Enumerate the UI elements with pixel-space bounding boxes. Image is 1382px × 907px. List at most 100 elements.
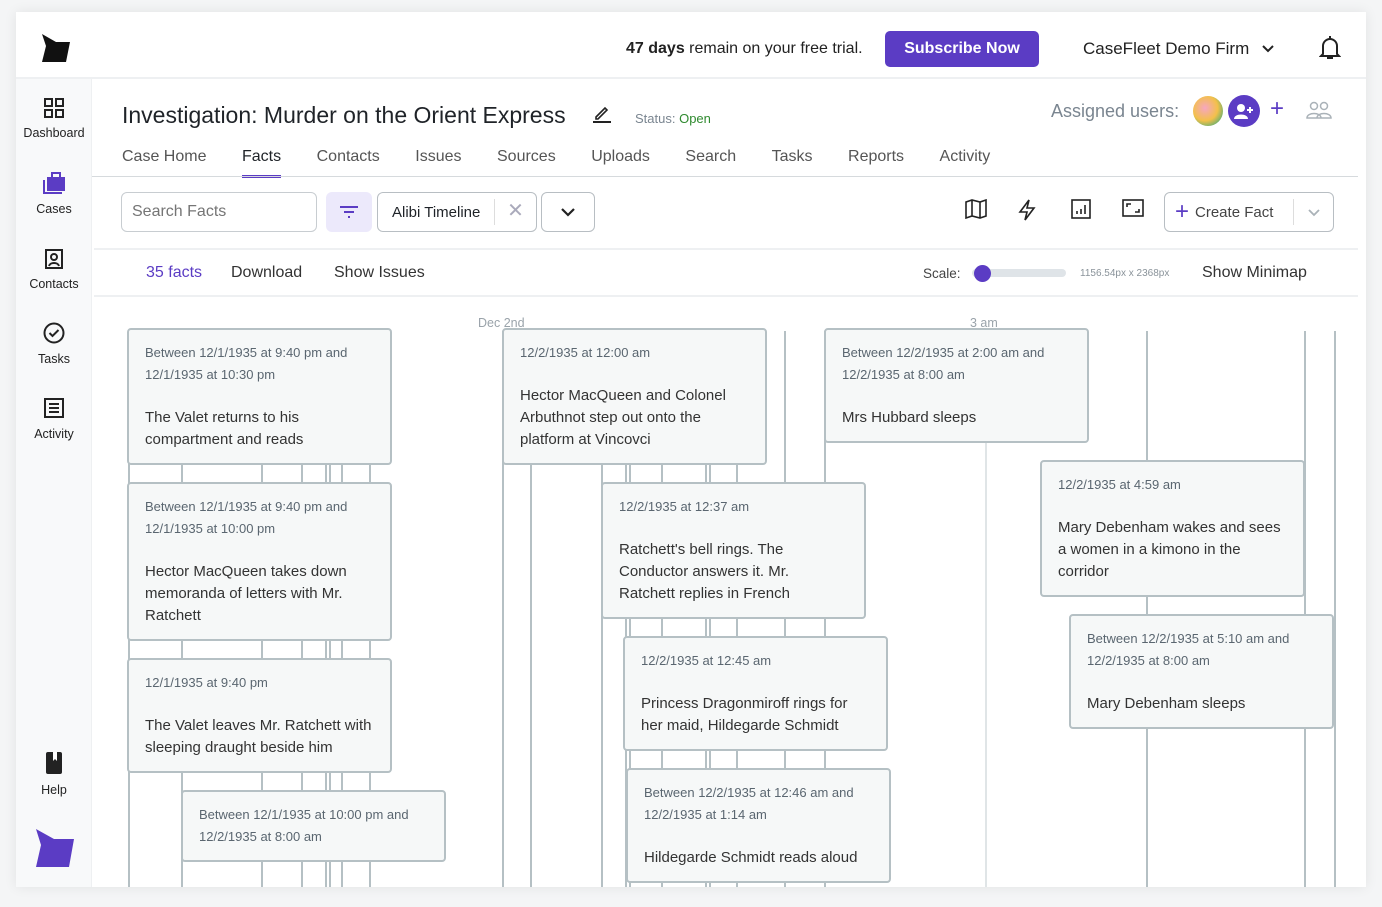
tab-issues[interactable]: Issues <box>415 148 462 165</box>
bell-icon[interactable] <box>1319 35 1341 61</box>
tab-reports[interactable]: Reports <box>848 148 905 165</box>
lightning-icon[interactable] <box>1018 199 1036 221</box>
chevron-down-icon <box>561 208 575 217</box>
filter-button[interactable] <box>326 192 372 232</box>
timeline-track-line <box>502 331 504 887</box>
create-fact-button[interactable]: + Create Fact <box>1164 192 1334 232</box>
fact-card[interactable]: Between 12/2/1935 at 2:00 am and 12/2/19… <box>824 328 1089 443</box>
trial-notice: 47 days remain on your free trial. <box>626 40 863 57</box>
contact-badge-icon <box>45 249 63 269</box>
top-bar: 47 days remain on your free trial. Subsc… <box>16 12 1366 79</box>
status-badge: Status: Open <box>635 111 711 126</box>
fact-card[interactable]: Between 12/1/1935 at 9:40 pm and 12/1/19… <box>127 482 392 641</box>
timeline-track-line <box>1334 331 1336 887</box>
search-facts-input[interactable] <box>121 192 317 232</box>
show-issues-link[interactable]: Show Issues <box>334 264 425 281</box>
sidebar-label: Help <box>41 783 67 797</box>
sidebar-item-help[interactable]: Help <box>16 751 92 797</box>
plus-icon: + <box>1175 198 1190 225</box>
list-icon <box>44 398 64 418</box>
fact-text: Hildegarde Schmidt reads aloud <box>644 849 858 866</box>
fact-date: Between 12/2/1935 at 5:10 am and 12/2/19… <box>1087 631 1290 668</box>
page-title: Investigation: Murder on the Orient Expr… <box>122 102 566 128</box>
add-user-plus-icon[interactable]: + <box>1270 95 1285 122</box>
fact-text: Hector MacQueen takes down memoranda of … <box>145 563 347 624</box>
sidebar-item-contacts[interactable]: Contacts <box>16 247 92 291</box>
sidebar-label: Dashboard <box>23 126 85 140</box>
fact-card[interactable]: Between 12/2/1935 at 12:46 am and 12/2/1… <box>626 768 891 883</box>
scale-slider[interactable] <box>972 265 1066 282</box>
timeline-date-label: Dec 2nd <box>478 316 525 330</box>
subscribe-button[interactable]: Subscribe Now <box>885 31 1039 67</box>
show-minimap-link[interactable]: Show Minimap <box>1202 264 1307 281</box>
briefcase-icon <box>43 172 65 194</box>
timeline-gridline <box>985 331 987 887</box>
main-content: Investigation: Murder on the Orient Expr… <box>92 79 1366 887</box>
fact-card[interactable]: Between 12/1/1935 at 10:00 pm and 12/2/1… <box>181 790 446 862</box>
fullscreen-icon[interactable] <box>1122 199 1144 217</box>
sidebar-label: Activity <box>34 427 74 441</box>
case-tabs: Case Home Facts Contacts Issues Sources Uploa… <box>122 148 1026 178</box>
fact-card[interactable]: Between 12/2/1935 at 5:10 am and 12/2/19… <box>1069 614 1334 729</box>
tab-tasks[interactable]: Tasks <box>771 148 813 165</box>
sidebar-item-dashboard[interactable]: Dashboard <box>16 98 92 140</box>
create-fact-dropdown[interactable] <box>1294 208 1333 217</box>
fact-text: The Valet returns to his compartment and… <box>145 409 304 448</box>
map-icon[interactable] <box>965 199 987 219</box>
fact-date: Between 12/2/1935 at 2:00 am and 12/2/19… <box>842 345 1045 382</box>
tab-contacts[interactable]: Contacts <box>316 148 380 165</box>
grid-icon <box>44 98 64 118</box>
sidebar-item-activity[interactable]: Activity <box>16 397 92 441</box>
fact-date: 12/2/1935 at 12:37 am <box>619 499 750 514</box>
timeline-name: Alibi Timeline <box>392 203 481 221</box>
sidebar-item-tasks[interactable]: Tasks <box>16 322 92 366</box>
facts-count-link[interactable]: 35 facts <box>146 264 203 281</box>
download-link[interactable]: Download <box>231 264 303 281</box>
add-user-avatar[interactable] <box>1228 95 1260 127</box>
tab-activity[interactable]: Activity <box>939 148 991 165</box>
assigned-users-label: Assigned users: <box>1051 101 1180 121</box>
tab-uploads[interactable]: Uploads <box>591 148 650 165</box>
tab-case-home[interactable]: Case Home <box>122 148 207 165</box>
chart-icon[interactable] <box>1071 199 1091 219</box>
canvas-dimensions: 1156.54px x 2368px <box>1080 268 1170 279</box>
tab-sources[interactable]: Sources <box>497 148 556 165</box>
book-icon <box>46 752 62 774</box>
chevron-down-icon <box>1307 208 1320 216</box>
tab-search[interactable]: Search <box>685 148 737 165</box>
timeline-dropdown-button[interactable] <box>541 192 595 232</box>
divider <box>94 248 1358 250</box>
tab-facts[interactable]: Facts <box>241 148 282 178</box>
sidebar-label: Tasks <box>38 352 70 366</box>
fact-card[interactable]: Between 12/1/1935 at 9:40 pm and 12/1/19… <box>127 328 392 465</box>
chevron-down-icon <box>1262 45 1274 53</box>
fact-date: 12/2/1935 at 4:59 am <box>1058 477 1181 492</box>
sidebar-item-cases[interactable]: Cases <box>16 172 92 216</box>
users-group-icon[interactable] <box>1306 101 1332 119</box>
avatar[interactable] <box>1193 96 1223 126</box>
edit-pencil-icon[interactable] <box>592 103 612 123</box>
sidebar-label: Cases <box>36 202 72 216</box>
firm-name: CaseFleet Demo Firm <box>1083 39 1250 58</box>
timeline-track-line <box>530 331 532 887</box>
check-circle-icon <box>43 322 65 344</box>
fact-date: 12/1/1935 at 9:40 pm <box>145 675 268 690</box>
fact-text: Princess Dragonmiroff rings for her maid… <box>641 695 848 734</box>
fact-date: Between 12/2/1935 at 12:46 am and 12/2/1… <box>644 785 854 822</box>
create-fact-label: Create Fact <box>1195 203 1274 221</box>
timeline-track-line <box>1146 331 1148 887</box>
casefleet-logo[interactable] <box>40 34 72 62</box>
sidebar-label: Contacts <box>29 277 79 291</box>
clear-timeline-icon[interactable]: ✕ <box>494 199 536 225</box>
slider-handle[interactable] <box>974 265 991 282</box>
firm-selector[interactable]: CaseFleet Demo Firm <box>1083 39 1275 59</box>
timeline-selector[interactable]: Alibi Timeline ✕ <box>377 192 537 232</box>
fact-date: Between 12/1/1935 at 10:00 pm and 12/2/1… <box>199 807 409 844</box>
scale-label: Scale: <box>923 266 961 281</box>
timeline-date-label: 3 am <box>970 316 998 330</box>
